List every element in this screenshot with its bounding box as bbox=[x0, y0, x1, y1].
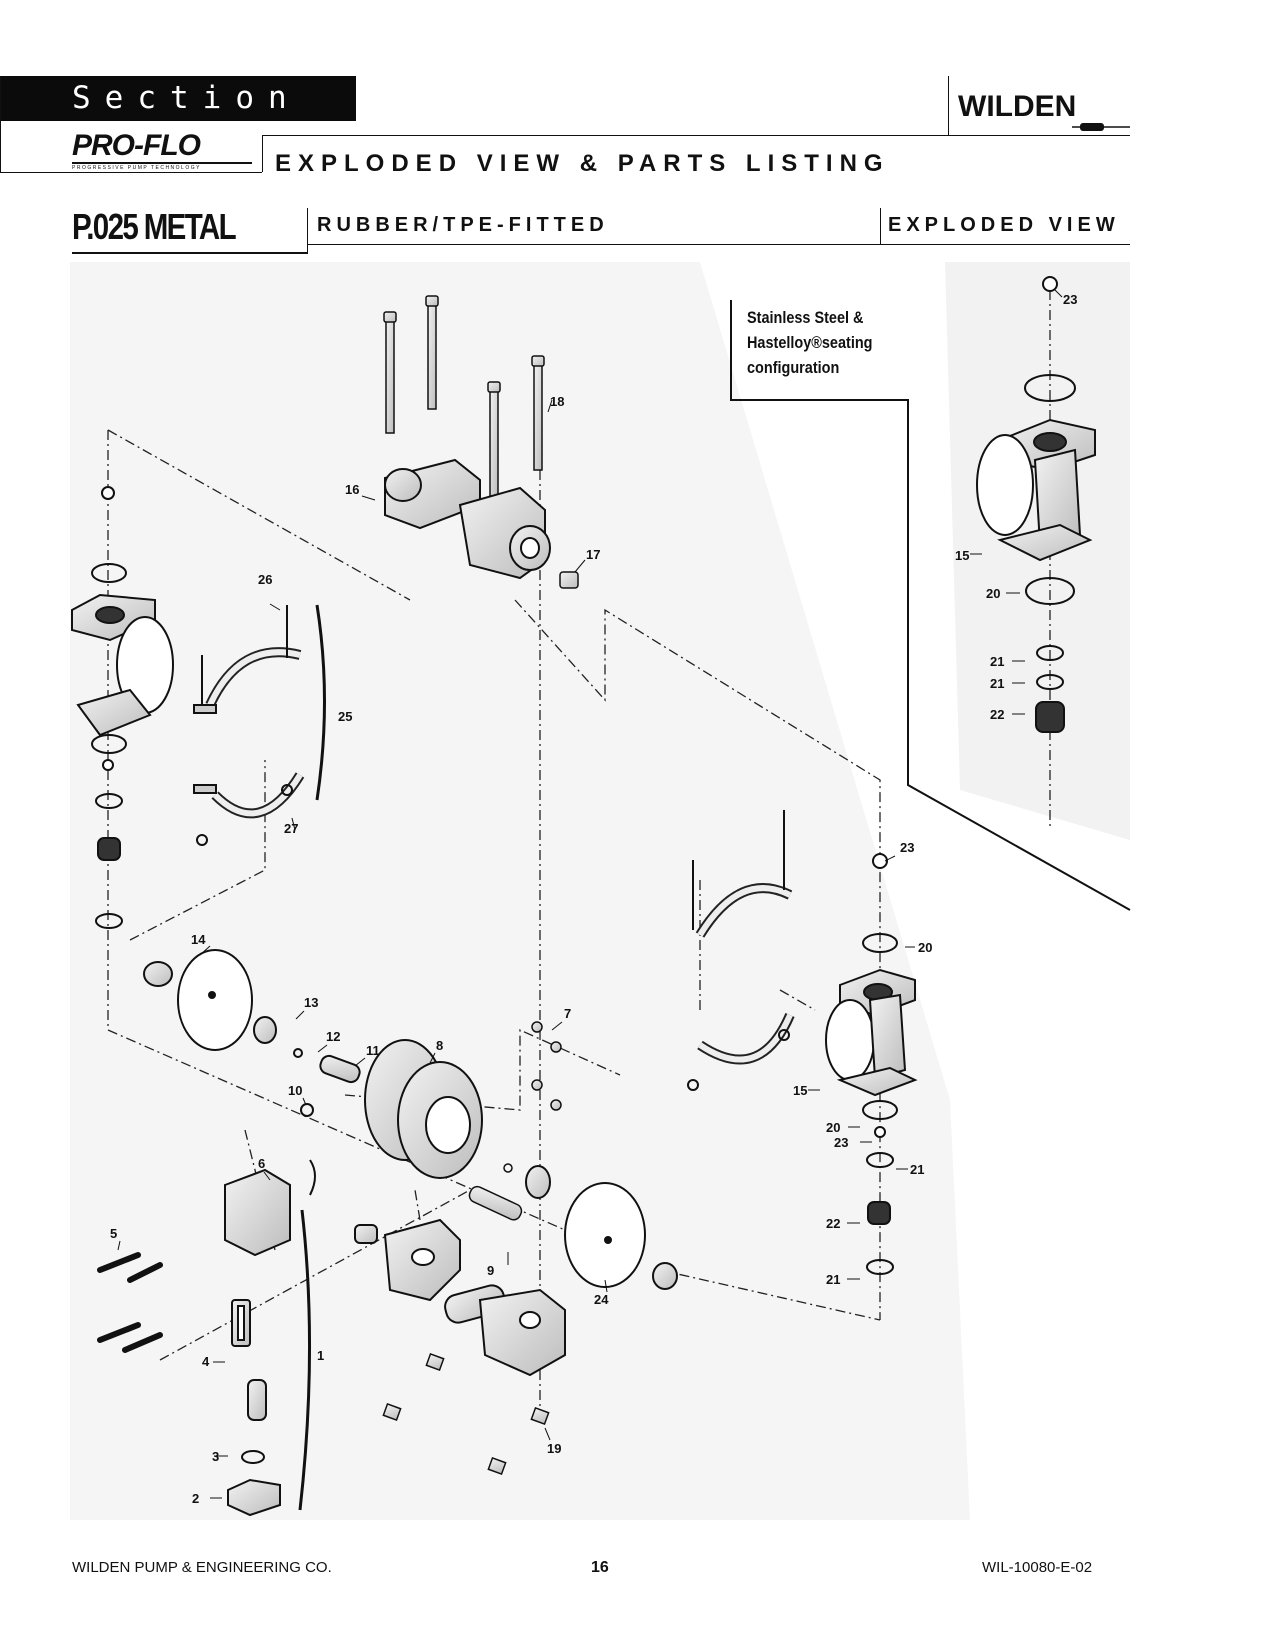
leader-lines bbox=[117, 289, 1063, 1499]
proflo-logo-tagline: PROGRESSIVE PUMP TECHNOLOGY bbox=[72, 162, 252, 171]
callout-25: 25 bbox=[338, 709, 352, 724]
left-border bbox=[0, 76, 1, 172]
callout-3: 3 bbox=[212, 1449, 219, 1464]
proflo-logo: PRO-FLO PROGRESSIVE PUMP TECHNOLOGY bbox=[72, 131, 252, 171]
callout-23-inset: 23 bbox=[1063, 292, 1077, 307]
air-valve-assembly bbox=[224, 1159, 316, 1517]
clamp-band-left bbox=[193, 605, 305, 846]
nut-set-19 bbox=[382, 1353, 550, 1475]
callout-20-lower: 20 bbox=[826, 1120, 840, 1135]
bushing bbox=[525, 1165, 551, 1199]
subheader-divider-left bbox=[307, 208, 308, 254]
view-label: EXPLODED VIEW bbox=[888, 214, 1120, 236]
callout-21-inset-b: 21 bbox=[990, 676, 1004, 691]
callout-26: 26 bbox=[258, 572, 272, 587]
right-diaphragm-group bbox=[564, 1182, 678, 1290]
bolt-set-18 bbox=[383, 295, 545, 497]
nut-set-7 bbox=[531, 1021, 562, 1111]
page-title: EXPLODED VIEW & PARTS LISTING bbox=[275, 150, 890, 177]
callout-2: 2 bbox=[192, 1491, 199, 1506]
model-underline bbox=[72, 252, 307, 254]
callout-19: 19 bbox=[547, 1441, 561, 1456]
document-id: WIL-10080-E-02 bbox=[982, 1559, 1093, 1576]
callout-21-right-b: 21 bbox=[826, 1272, 840, 1287]
callout-line-3: configuration bbox=[747, 358, 840, 377]
callout-21-right-a: 21 bbox=[910, 1162, 924, 1177]
header-rule-left bbox=[0, 172, 262, 173]
seal-ring bbox=[503, 1163, 513, 1173]
air-valve-spool bbox=[468, 1185, 523, 1221]
center-section bbox=[364, 1039, 483, 1179]
callout-9: 9 bbox=[487, 1263, 494, 1278]
inset-chamber-stack bbox=[976, 276, 1096, 733]
callout-20-inset: 20 bbox=[986, 586, 1000, 601]
wilden-logo: WILDEN bbox=[958, 90, 1077, 123]
callout-8: 8 bbox=[436, 1038, 443, 1053]
right-chamber-stack bbox=[825, 853, 918, 1275]
callout-14: 14 bbox=[191, 932, 206, 947]
callout-11: 11 bbox=[366, 1043, 380, 1058]
callout-line-1: Stainless Steel & bbox=[747, 308, 864, 327]
callout-13: 13 bbox=[304, 995, 318, 1010]
callout-line-2: Hastelloy®seating bbox=[747, 333, 873, 352]
subheader-divider-right bbox=[880, 208, 881, 244]
callout-16: 16 bbox=[345, 482, 359, 497]
callout-15-right: 15 bbox=[793, 1083, 807, 1098]
section-banner: Section 8 bbox=[0, 76, 356, 161]
page-number: 16 bbox=[591, 1559, 609, 1576]
callout-22-inset: 22 bbox=[990, 707, 1004, 722]
callout-4: 4 bbox=[202, 1354, 210, 1369]
callout-frame bbox=[730, 300, 1131, 911]
callout-15-inset: 15 bbox=[955, 548, 969, 563]
callout-12: 12 bbox=[326, 1029, 340, 1044]
model-name: P.025 METAL bbox=[72, 206, 237, 247]
header-rule-mid bbox=[262, 135, 950, 136]
seating-config-callout: Stainless Steel & Hastelloy®seating conf… bbox=[747, 305, 917, 380]
callout-22-right: 22 bbox=[826, 1216, 840, 1231]
callout-18: 18 bbox=[550, 394, 564, 409]
header-divider-left bbox=[262, 135, 263, 172]
callout-5: 5 bbox=[110, 1226, 117, 1241]
wilden-logo-mark bbox=[1072, 123, 1130, 131]
left-chamber-stack bbox=[71, 486, 174, 929]
right-clamp-band bbox=[687, 810, 795, 1091]
callout-23-right: 23 bbox=[900, 840, 914, 855]
callout-numbers: 1 2 3 4 5 6 7 8 9 10 11 12 13 14 15 15 1… bbox=[110, 292, 1077, 1506]
callout-24: 24 bbox=[594, 1292, 609, 1307]
diagram-background bbox=[70, 262, 970, 1520]
callout-23-lower: 23 bbox=[834, 1135, 848, 1150]
inlet-manifold bbox=[354, 1218, 566, 1377]
callout-10: 10 bbox=[288, 1083, 302, 1098]
group-brace-25 bbox=[315, 604, 326, 801]
header-rule-right bbox=[948, 135, 1130, 136]
subheader-rule bbox=[307, 244, 1130, 245]
pipe-plug bbox=[559, 571, 579, 589]
callout-1: 1 bbox=[317, 1348, 324, 1363]
group-brace-1 bbox=[298, 1209, 312, 1511]
footer-company: WILDEN PUMP & ENGINEERING CO. bbox=[72, 1559, 332, 1576]
fitting-label: RUBBER/TPE-FITTED bbox=[317, 214, 609, 236]
callout-17: 17 bbox=[586, 547, 600, 562]
callout-6: 6 bbox=[258, 1156, 265, 1171]
callout-27: 27 bbox=[284, 821, 298, 836]
discharge-manifold bbox=[384, 458, 551, 580]
header-divider-right bbox=[948, 76, 949, 135]
proflo-logo-word: PRO-FLO bbox=[72, 129, 201, 162]
callout-7: 7 bbox=[564, 1006, 571, 1021]
callout-21-inset-a: 21 bbox=[990, 654, 1004, 669]
left-diaphragm-group bbox=[143, 949, 361, 1117]
bolt-set-5 bbox=[97, 1252, 163, 1353]
callout-20-right: 20 bbox=[918, 940, 932, 955]
